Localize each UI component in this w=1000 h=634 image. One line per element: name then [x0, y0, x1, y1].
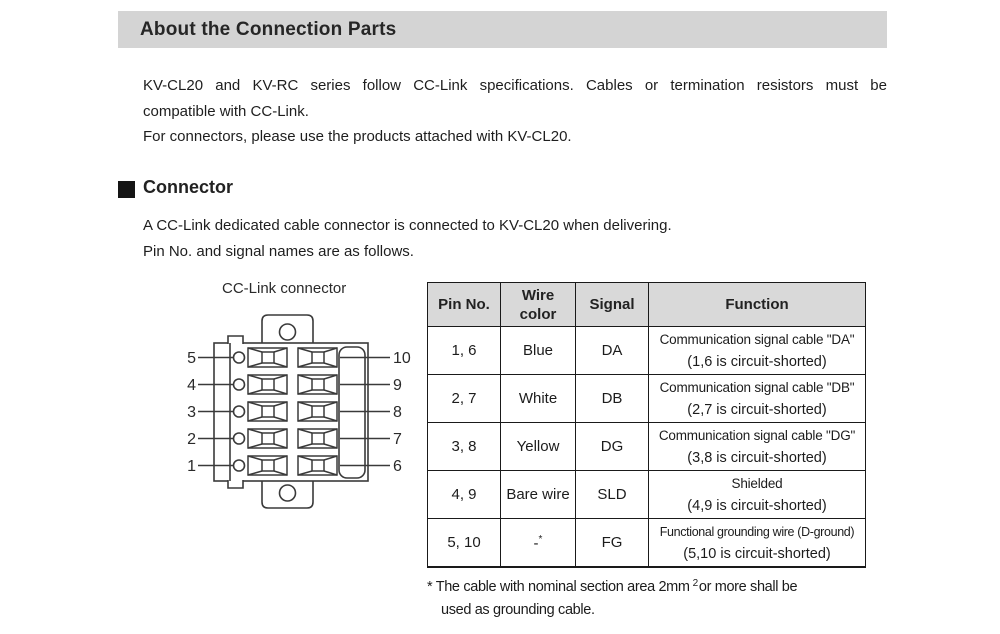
pin-labels: 5 4 3 2 1 10 9 8 7 6: [187, 350, 411, 475]
table-row: 3, 8 Yellow DG Communication signal cabl…: [427, 422, 866, 471]
function-line-2: (3,8 is circuit-shorted): [687, 449, 827, 466]
footnote-line-1: * The cable with nominal section area 2m…: [427, 578, 798, 595]
page-title: About the Connection Parts: [140, 19, 397, 40]
function-line-1: Communication signal cable "DA": [659, 331, 855, 347]
function-line-2: (1,6 is circuit-shorted): [687, 353, 827, 370]
function-line-2: (4,9 is circuit-shorted): [687, 497, 827, 514]
pin-contact-circle: [232, 378, 246, 391]
bottom-screw-hole-icon: [278, 484, 297, 502]
pin-label-right-10: 10: [393, 350, 411, 367]
function-line-2: (2,7 is circuit-shorted): [687, 401, 827, 418]
section-bullet-square-icon: [118, 181, 135, 198]
col-header-function: Function: [648, 282, 866, 327]
section-heading: Connector: [143, 177, 233, 197]
function-line-1: Functional grounding wire (D-ground): [659, 524, 855, 539]
pin-label-left-5: 5: [187, 350, 196, 367]
table-row: 4, 9 Bare wire SLD Shielded (4,9 is circ…: [427, 470, 866, 519]
pin-contact-circle: [232, 351, 246, 364]
pin-table: Pin No. Wire color Signal Function 1, 6 …: [427, 282, 866, 568]
bottom-left-notch: [227, 480, 244, 489]
connector-body-group: [198, 314, 390, 509]
wire-color-cell: White: [500, 374, 576, 423]
left-leader-lines: [198, 351, 246, 472]
section-line-1: A CC-Link dedicated cable connector is c…: [143, 217, 672, 234]
pin-cell: 1, 6: [427, 326, 501, 375]
col-header-pin: Pin No.: [427, 282, 501, 327]
footnote-superscript: 2: [692, 578, 699, 589]
pin-contact-circle: [232, 405, 246, 418]
pin-label-right-6: 6: [393, 458, 402, 475]
pin-label-right-7: 7: [393, 431, 402, 448]
table-header-row: Pin No. Wire color Signal Function: [427, 282, 866, 327]
table-row: 1, 6 Blue DA Communication signal cable …: [427, 326, 866, 375]
pin-contact-circle: [232, 459, 246, 472]
col-header-wire-color: Wire color: [500, 282, 576, 327]
intro-paragraph-line-2: compatible with CC-Link.: [143, 103, 309, 120]
col-header-signal: Signal: [575, 282, 649, 327]
title-bar: About the Connection Parts: [118, 11, 887, 48]
signal-cell: FG: [575, 518, 649, 568]
table-row: 5, 10 -* FG Functional grounding wire (D…: [427, 518, 866, 568]
signal-cell: DA: [575, 326, 649, 375]
footnote-line-2: used as grounding cable.: [441, 602, 595, 618]
pin-label-left-2: 2: [187, 431, 196, 448]
diagram-caption: CC-Link connector: [222, 280, 347, 297]
wire-footnote-marker: *: [538, 533, 543, 545]
table-row: 2, 7 White DB Communication signal cable…: [427, 374, 866, 423]
pin-cell: 2, 7: [427, 374, 501, 423]
right-leader-lines: [340, 356, 390, 467]
pin-cell: 5, 10: [427, 518, 501, 568]
wire-color-cell: Bare wire: [500, 470, 576, 519]
pin-contact-circle: [232, 432, 246, 445]
intro-paragraph-2: For connectors, please use the products …: [143, 128, 572, 145]
function-cell: Communication signal cable "DG" (3,8 is …: [648, 422, 866, 471]
function-cell: Shielded (4,9 is circuit-shorted): [648, 470, 866, 519]
top-left-notch: [227, 335, 244, 344]
wire-color-cell: -*: [500, 518, 576, 568]
pin-label-right-9: 9: [393, 377, 402, 394]
pin-label-left-3: 3: [187, 404, 196, 421]
wire-color-cell: Blue: [500, 326, 576, 375]
function-cell: Functional grounding wire (D-ground) (5,…: [648, 518, 866, 568]
pin-cell: 4, 9: [427, 470, 501, 519]
signal-cell: DG: [575, 422, 649, 471]
wire-color-cell: Yellow: [500, 422, 576, 471]
intro-paragraph-line-1: KV-CL20 and KV-RC series follow CC-Link …: [143, 77, 887, 94]
function-cell: Communication signal cable "DB" (2,7 is …: [648, 374, 866, 423]
top-screw-hole-icon: [278, 323, 297, 341]
function-line-2: (5,10 is circuit-shorted): [683, 545, 831, 562]
function-cell: Communication signal cable "DA" (1,6 is …: [648, 326, 866, 375]
right-latch: [338, 346, 366, 479]
footnote: * The cable with nominal section area 2m…: [427, 572, 897, 622]
pin-label-left-1: 1: [187, 458, 196, 475]
pin-cell: 3, 8: [427, 422, 501, 471]
connector-diagram: 5 4 3 2 1 10 9 8 7 6: [187, 314, 411, 509]
function-line-1: Communication signal cable "DB": [659, 379, 855, 395]
pin-label-right-8: 8: [393, 404, 402, 421]
signal-cell: SLD: [575, 470, 649, 519]
function-line-1: Communication signal cable "DG": [658, 427, 856, 443]
section-line-2: Pin No. and signal names are as follows.: [143, 243, 414, 260]
signal-cell: DB: [575, 374, 649, 423]
pin-label-left-4: 4: [187, 377, 196, 394]
function-line-1: Shielded: [731, 475, 783, 491]
